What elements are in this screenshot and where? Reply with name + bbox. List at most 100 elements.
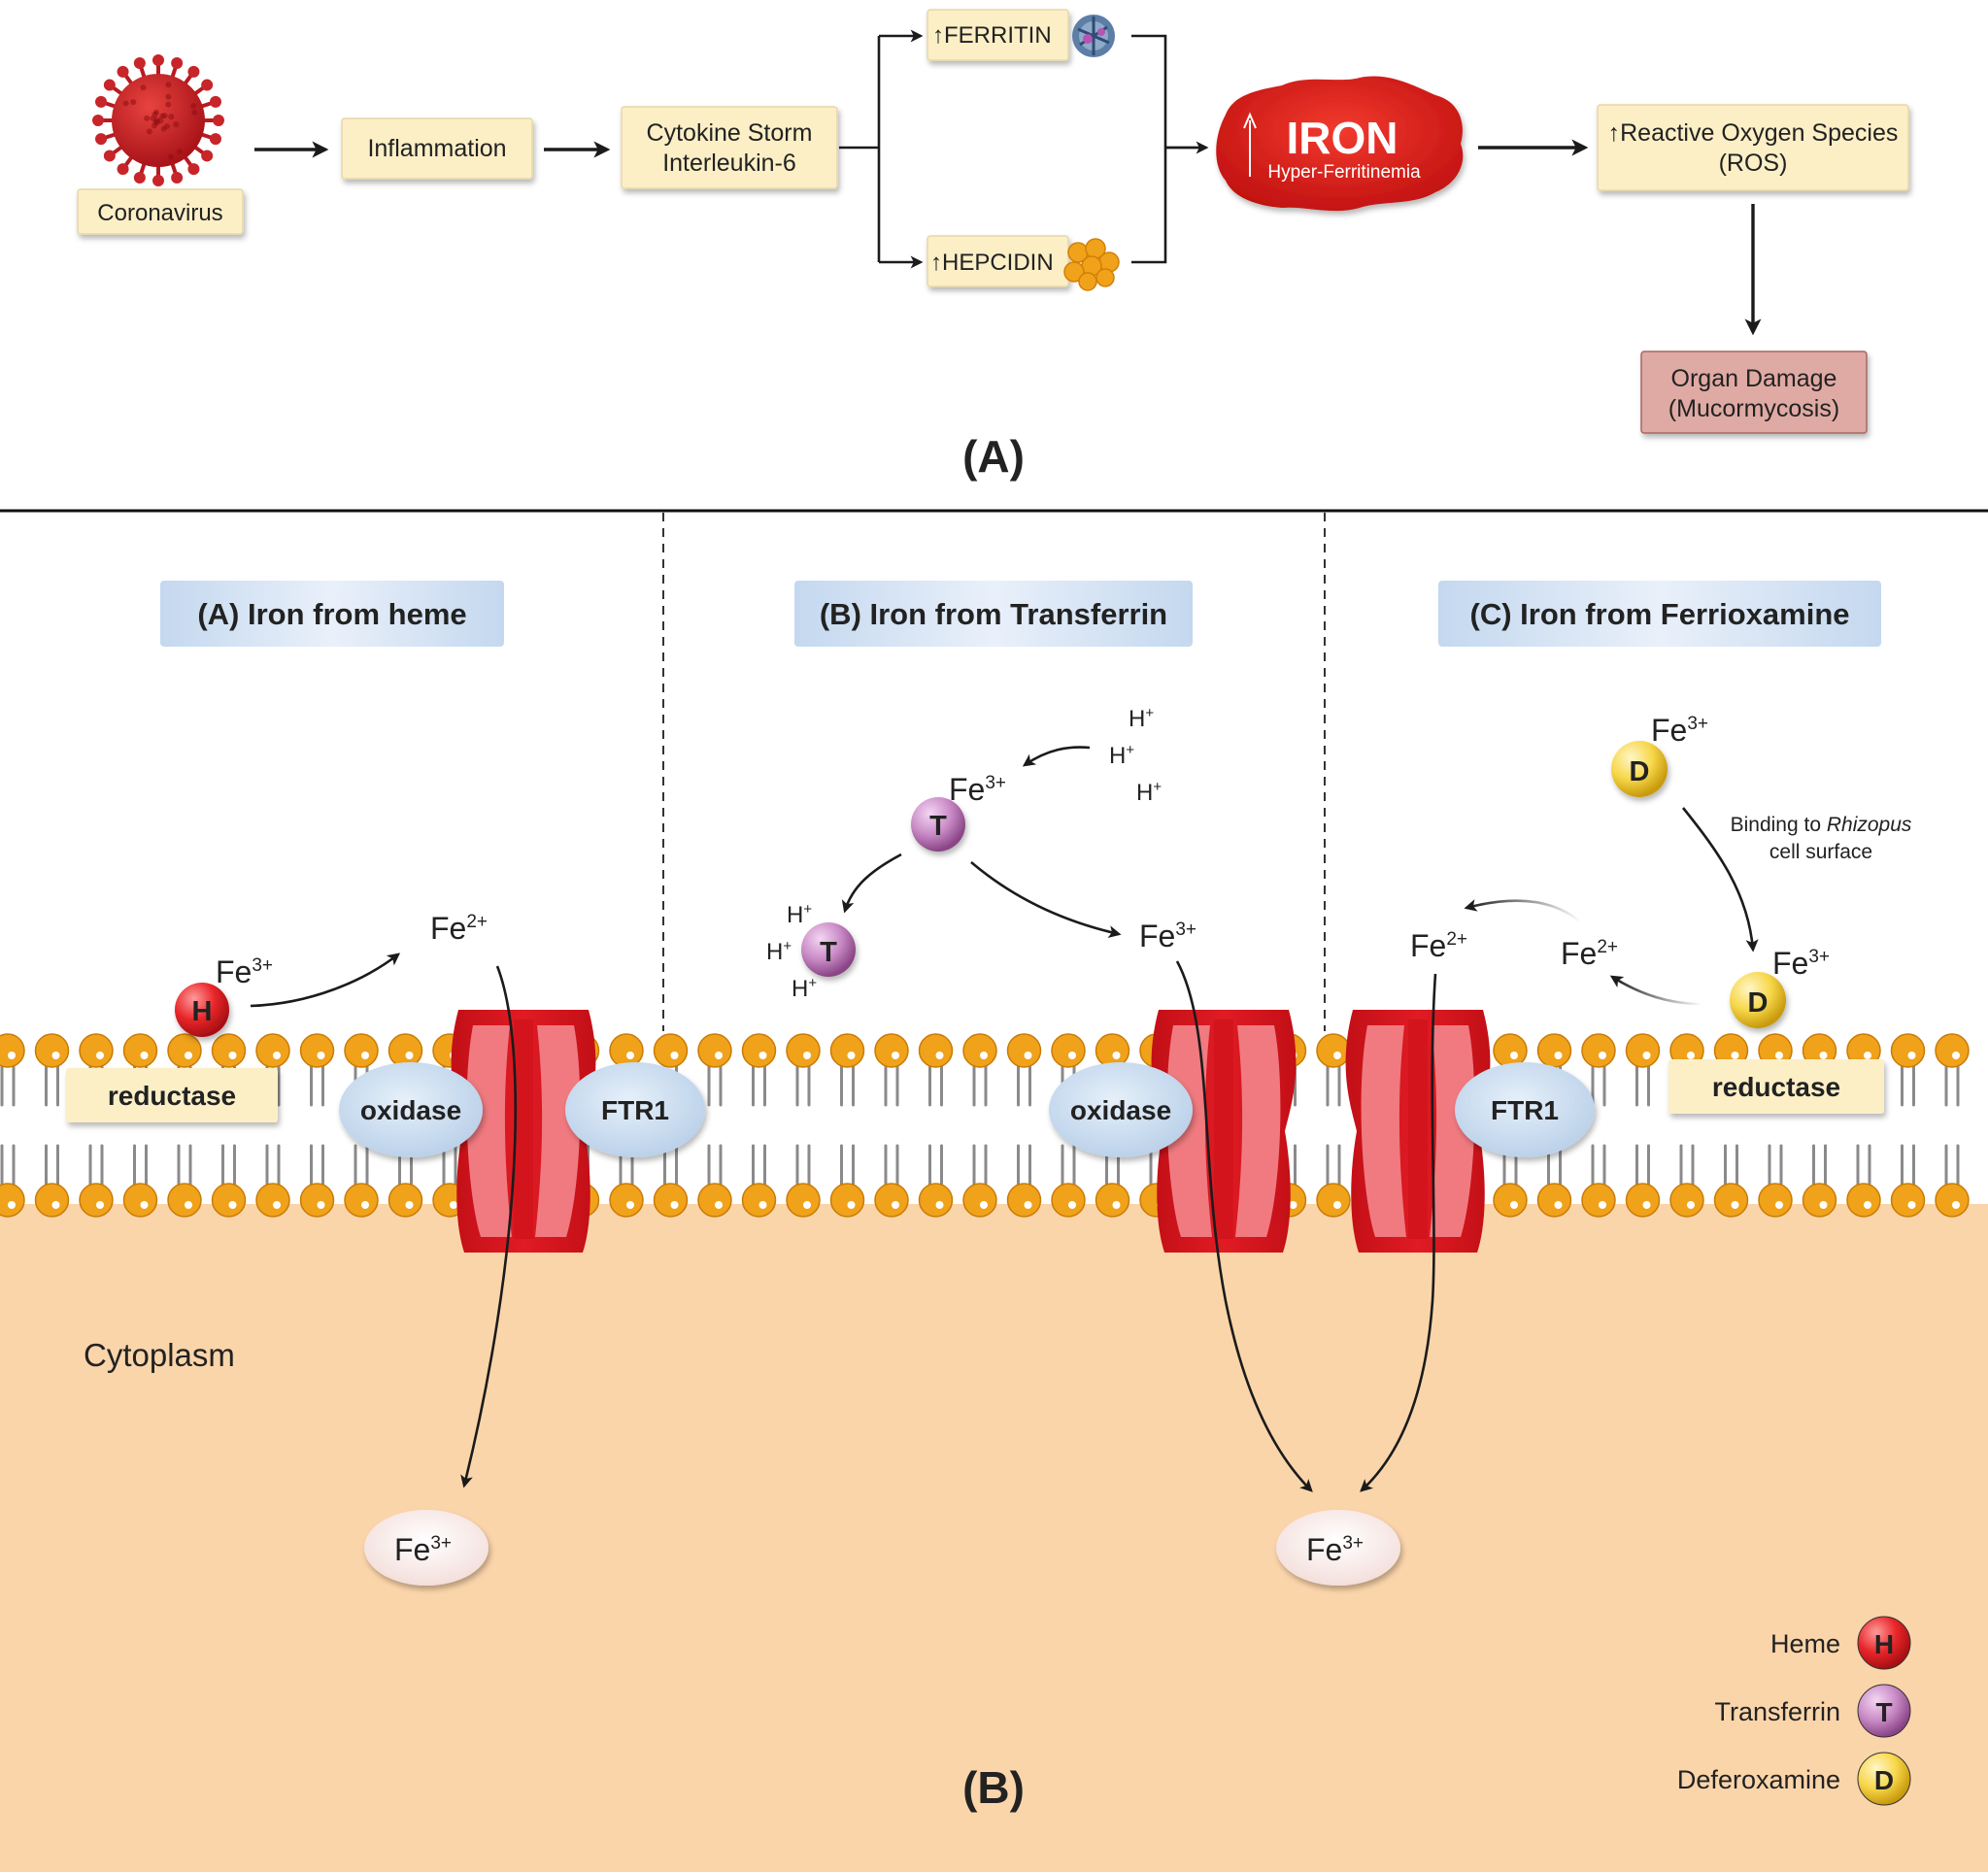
lipid-head-highlight (406, 1201, 414, 1209)
lipid-head-highlight (936, 1052, 944, 1059)
inflammation-label: Inflammation (367, 135, 506, 162)
lipid-head-lower (80, 1184, 113, 1217)
lipid-head-highlight (1687, 1201, 1695, 1209)
lipid-head-upper (168, 1034, 201, 1067)
organ-damage-label-1: Organ Damage (1671, 365, 1837, 392)
lipid-head-highlight (848, 1052, 856, 1059)
lipid-head-highlight (1113, 1201, 1121, 1209)
lipid-head-upper (1008, 1034, 1041, 1067)
iron-subtitle: Hyper-Ferritinemia (1267, 162, 1421, 183)
lipid-head-lower (743, 1184, 776, 1217)
lipid-head-upper (875, 1034, 908, 1067)
lipid-head-highlight (1820, 1201, 1828, 1209)
lipid-head-lower (963, 1184, 996, 1217)
lipid-head-highlight (1820, 1052, 1828, 1059)
lipid-head-highlight (1290, 1201, 1297, 1209)
lipid-head-upper (80, 1034, 113, 1067)
lipid-head-lower (1317, 1184, 1350, 1217)
lipid-head-upper (920, 1034, 953, 1067)
lipid-head-lower (1715, 1184, 1748, 1217)
lipid-head-highlight (980, 1201, 988, 1209)
svg-text:Fe3+: Fe3+ (1772, 946, 1830, 981)
lipid-head-highlight (185, 1052, 192, 1059)
virus-spike-tip (104, 80, 116, 91)
virus-texture-dot (144, 116, 150, 121)
lipid-head-highlight (1687, 1052, 1695, 1059)
lipid-head-lower (1627, 1184, 1660, 1217)
lipid-head-highlight (361, 1201, 369, 1209)
lipid-head-lower (787, 1184, 820, 1217)
transferrin-ball-bottom-symbol: T (820, 937, 837, 968)
virus-spike-tip (95, 96, 107, 108)
lipid-head-upper (1936, 1034, 1969, 1067)
virus-texture-dot (165, 102, 171, 108)
virus-spike-tip (213, 115, 224, 126)
virus-spike-tip (210, 96, 221, 108)
hepcidin-cluster-icon (1064, 239, 1119, 290)
lipid-head-lower (1759, 1184, 1792, 1217)
virus-texture-dot (173, 121, 179, 127)
coronavirus-icon (92, 54, 224, 186)
lipid-head-highlight (892, 1052, 899, 1059)
ros-label-2: (ROS) (1719, 150, 1788, 177)
lipid-head-upper (1627, 1034, 1660, 1067)
oxidase-label-transferrin: oxidase (1070, 1095, 1171, 1125)
lipid-head-lower (698, 1184, 731, 1217)
proton-group-top: H+ H+ H+ (1109, 705, 1162, 806)
binding-text-line1: Binding to Rhizopus (1731, 814, 1912, 836)
lipid-head-highlight (671, 1052, 679, 1059)
deferoxamine-ball-surface-symbol: D (1748, 987, 1769, 1019)
lipid-head-highlight (96, 1052, 104, 1059)
lipid-head-highlight (1333, 1052, 1341, 1059)
lipid-head-upper (655, 1034, 688, 1067)
lipid-head-highlight (406, 1052, 414, 1059)
lipid-head-highlight (185, 1201, 192, 1209)
lipid-head-highlight (1952, 1052, 1960, 1059)
reductase-label-ferrioxamine: reductase (1712, 1072, 1840, 1102)
ion-fe3-transferrin-top: Fe3+ (949, 772, 1006, 807)
channel-pore (1408, 1020, 1428, 1239)
svg-text:Transferrin: Transferrin (1714, 1697, 1840, 1726)
lipid-head-highlight (626, 1201, 634, 1209)
virus-texture-dot (190, 103, 196, 109)
lipid-head-upper (1582, 1034, 1615, 1067)
virus-spike-tip (171, 172, 183, 184)
merge-connector (1131, 36, 1204, 262)
lipid-head-highlight (759, 1201, 767, 1209)
lipid-head-upper (1494, 1034, 1527, 1067)
virus-texture-dot (191, 110, 197, 116)
cytokine-label-2: Interleukin-6 (662, 150, 796, 177)
branch-connector (839, 36, 879, 262)
lipid-head-highlight (141, 1052, 149, 1059)
lipid-head-lower (256, 1184, 289, 1217)
lipid-head-highlight (1599, 1052, 1606, 1059)
panel-b-label: (B) (962, 1762, 1025, 1813)
lipid-head-highlight (803, 1201, 811, 1209)
lipid-head-highlight (671, 1201, 679, 1209)
virus-texture-dot (152, 112, 158, 117)
virus-texture-dot (168, 114, 174, 119)
lipid-head-lower (389, 1184, 422, 1217)
panel-a: Coronavirus Inflammation Cytokine Storm … (78, 10, 1908, 482)
lipid-head-highlight (1864, 1201, 1871, 1209)
virus-spike-tip (171, 57, 183, 69)
svg-text:Deferoxamine: Deferoxamine (1677, 1765, 1840, 1794)
hepcidin-label: ↑HEPCIDIN (930, 250, 1054, 276)
virus-texture-dot (123, 100, 129, 106)
lipid-head-highlight (1732, 1052, 1739, 1059)
lipid-head-highlight (803, 1052, 811, 1059)
ros-box (1598, 105, 1908, 190)
virus-spike-tip (201, 80, 213, 91)
virus-texture-dot (159, 113, 165, 118)
oxidase-label-heme: oxidase (360, 1095, 461, 1125)
virus-texture-dot (165, 82, 171, 87)
arrow-transferrin-to-release (845, 854, 901, 911)
lipid-head-lower (1052, 1184, 1085, 1217)
lipid-head-lower (1096, 1184, 1129, 1217)
lipid-head-lower (1670, 1184, 1703, 1217)
lipid-head-upper (1096, 1034, 1129, 1067)
lipid-head-highlight (96, 1201, 104, 1209)
lipid-head-upper (1317, 1034, 1350, 1067)
lipid-head-upper (831, 1034, 864, 1067)
svg-text:Fe3+: Fe3+ (949, 772, 1006, 807)
